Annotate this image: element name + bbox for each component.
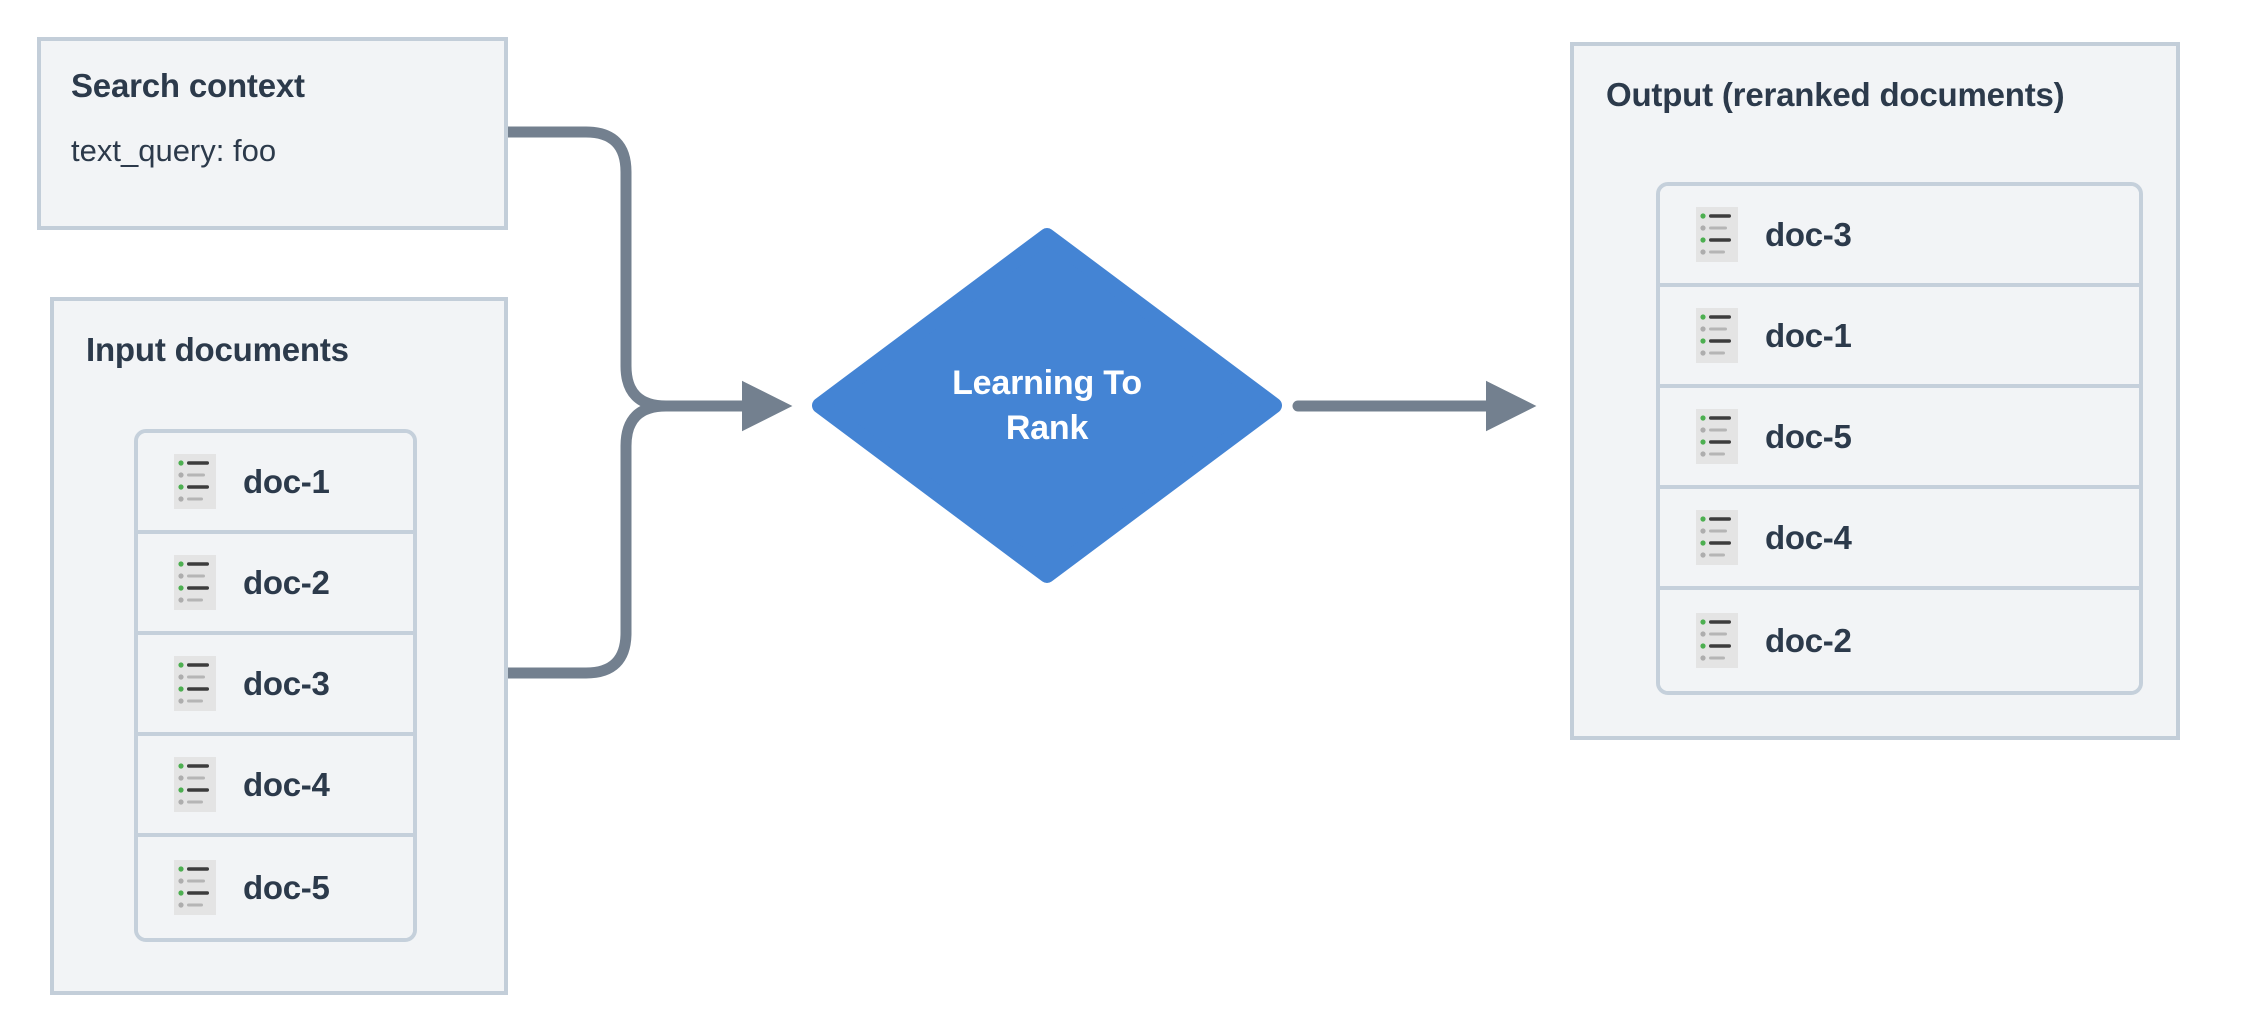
document-list-icon bbox=[174, 454, 216, 509]
search-context-query-value: text_query: foo bbox=[71, 133, 277, 168]
document-label: doc-5 bbox=[1765, 417, 1852, 455]
document-list-icon bbox=[1696, 613, 1738, 668]
input-document-row[interactable]: doc-1 bbox=[138, 433, 413, 534]
output-document-row[interactable]: doc-3 bbox=[1660, 186, 2139, 287]
input-document-row[interactable]: doc-5 bbox=[138, 837, 413, 938]
document-label: doc-4 bbox=[1765, 518, 1852, 556]
document-list-icon bbox=[174, 860, 216, 915]
output-documents-title: Output (reranked documents) bbox=[1606, 76, 2065, 113]
document-label: doc-4 bbox=[243, 765, 330, 803]
document-label: doc-2 bbox=[1765, 621, 1852, 659]
input-documents-list: doc-1 doc-2 doc-3 doc-4 doc-5 bbox=[134, 429, 417, 942]
input-document-row[interactable]: doc-3 bbox=[138, 635, 413, 736]
document-label: doc-5 bbox=[243, 868, 330, 906]
search-context-title: Search context bbox=[71, 67, 305, 104]
document-list-icon bbox=[1696, 409, 1738, 464]
document-label: doc-2 bbox=[243, 563, 330, 601]
search-context-panel: Search context text_query: foo bbox=[37, 37, 508, 230]
diamond-shape bbox=[812, 228, 1282, 583]
learning-to-rank-node[interactable]: Learning To Rank bbox=[812, 228, 1282, 583]
output-document-row[interactable]: doc-4 bbox=[1660, 489, 2139, 590]
output-documents-list: doc-3 doc-1 doc-5 doc-4 doc-2 bbox=[1656, 182, 2143, 695]
document-label: doc-3 bbox=[1765, 215, 1852, 253]
document-list-icon bbox=[1696, 308, 1738, 363]
connector-search-context-to-ltr bbox=[502, 126, 706, 412]
document-list-icon bbox=[174, 656, 216, 711]
document-list-icon bbox=[1696, 510, 1738, 565]
output-document-row[interactable]: doc-2 bbox=[1660, 590, 2139, 691]
connector-input-documents-to-ltr bbox=[502, 400, 706, 679]
document-list-icon bbox=[174, 555, 216, 610]
document-label: doc-3 bbox=[243, 664, 330, 702]
input-document-row[interactable]: doc-4 bbox=[138, 736, 413, 837]
document-label: doc-1 bbox=[243, 462, 330, 500]
document-list-icon bbox=[1696, 207, 1738, 262]
document-list-icon bbox=[174, 757, 216, 812]
output-document-row[interactable]: doc-1 bbox=[1660, 287, 2139, 388]
input-documents-title: Input documents bbox=[86, 331, 349, 368]
output-document-row[interactable]: doc-5 bbox=[1660, 388, 2139, 489]
input-document-row[interactable]: doc-2 bbox=[138, 534, 413, 635]
document-label: doc-1 bbox=[1765, 316, 1852, 354]
